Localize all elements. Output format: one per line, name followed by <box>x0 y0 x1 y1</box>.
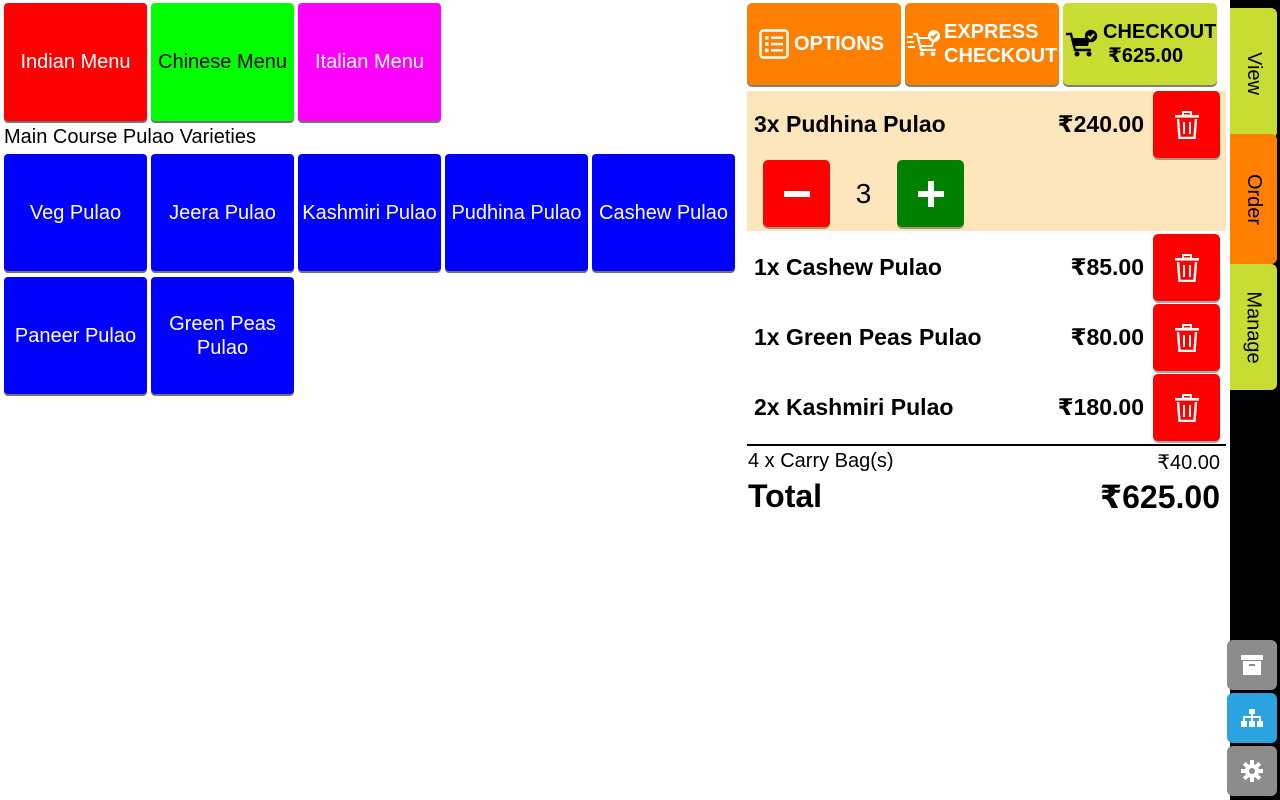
order-line-name: 1x Green Peas Pulao <box>754 324 982 350</box>
order-line-name: 1x Cashew Pulao <box>754 254 942 280</box>
trash-icon <box>1174 323 1200 352</box>
section-title: Main Course Pulao Varieties <box>4 126 256 148</box>
item-pudhina-pulao[interactable]: Pudhina Pulao <box>445 154 588 271</box>
item-jeera-pulao[interactable]: Jeera Pulao <box>151 154 294 271</box>
checkout-label: CHECKOUT <box>1103 21 1217 43</box>
gear-icon <box>1241 760 1263 782</box>
delete-line-button[interactable] <box>1153 304 1220 371</box>
delete-line-button[interactable] <box>1153 91 1220 158</box>
item-kashmiri-pulao[interactable]: Kashmiri Pulao <box>298 154 441 271</box>
decrease-quantity-button[interactable] <box>763 160 830 227</box>
item-cashew-pulao[interactable]: Cashew Pulao <box>592 154 735 271</box>
indian-menu-button[interactable]: Indian Menu <box>4 3 147 121</box>
carry-bag-label: 4 x Carry Bag(s) <box>748 450 894 472</box>
carry-bag-price: ₹40.00 <box>1157 452 1220 474</box>
order-line[interactable]: 2x Kashmiri Pulao ₹180.00 <box>747 374 1226 441</box>
delete-line-button[interactable] <box>1153 374 1220 441</box>
order-line-price: ₹85.00 <box>1070 254 1144 280</box>
order-line-selected[interactable]: 3x Pudhina Pulao ₹240.00 3 <box>747 91 1226 231</box>
order-line-price: ₹80.00 <box>1070 324 1144 350</box>
express-label-line1: EXPRESS <box>944 21 1039 43</box>
delete-line-button[interactable] <box>1153 234 1220 301</box>
trash-icon <box>1174 253 1200 282</box>
sitemap-icon <box>1241 709 1263 727</box>
order-line[interactable]: 1x Green Peas Pulao ₹80.00 <box>747 304 1226 371</box>
settings-button[interactable] <box>1227 746 1277 796</box>
order-line-price: ₹240.00 <box>1057 111 1144 137</box>
trash-icon <box>1174 110 1200 139</box>
item-veg-pulao[interactable]: Veg Pulao <box>4 154 147 271</box>
minus-icon <box>783 181 810 207</box>
options-button[interactable]: OPTIONS <box>747 3 901 85</box>
tab-order-label: Order <box>1243 173 1265 225</box>
express-label-line2: CHECKOUT <box>944 45 1058 67</box>
order-line-name: 3x Pudhina Pulao <box>754 111 946 137</box>
quantity-value: 3 <box>855 177 872 209</box>
order-line-name: 2x Kashmiri Pulao <box>754 394 954 420</box>
order-divider <box>747 444 1226 446</box>
chinese-menu-button[interactable]: Chinese Menu <box>151 3 294 121</box>
order-line[interactable]: 1x Cashew Pulao ₹85.00 <box>747 234 1226 301</box>
express-checkout-button[interactable]: EXPRESS CHECKOUT <box>905 3 1059 85</box>
cart-check-icon <box>907 29 941 59</box>
item-paneer-pulao[interactable]: Paneer Pulao <box>4 277 147 394</box>
checkout-button[interactable]: CHECKOUT ₹625.00 <box>1063 3 1217 85</box>
increase-quantity-button[interactable] <box>897 160 964 227</box>
italian-menu-button[interactable]: Italian Menu <box>298 3 441 121</box>
options-label: OPTIONS <box>794 33 885 55</box>
list-icon <box>759 29 789 59</box>
total-value: ₹625.00 <box>1099 479 1220 515</box>
checkout-amount: ₹625.00 <box>1108 45 1184 67</box>
sitemap-button[interactable] <box>1227 693 1277 743</box>
item-green-peas-pulao[interactable]: Green Peas Pulao <box>151 277 294 394</box>
plus-icon <box>917 180 944 207</box>
total-label: Total <box>748 478 823 514</box>
archive-button[interactable] <box>1227 640 1277 690</box>
trash-icon <box>1174 393 1200 422</box>
tab-view[interactable]: View <box>1230 8 1277 138</box>
archive-icon <box>1241 655 1263 675</box>
tab-order[interactable]: Order <box>1230 134 1277 264</box>
order-line-price: ₹180.00 <box>1057 394 1144 420</box>
tab-manage-label: Manage <box>1243 290 1265 364</box>
tab-view-label: View <box>1243 51 1265 95</box>
cart-check-icon <box>1065 29 1099 59</box>
tab-manage[interactable]: Manage <box>1230 264 1277 390</box>
